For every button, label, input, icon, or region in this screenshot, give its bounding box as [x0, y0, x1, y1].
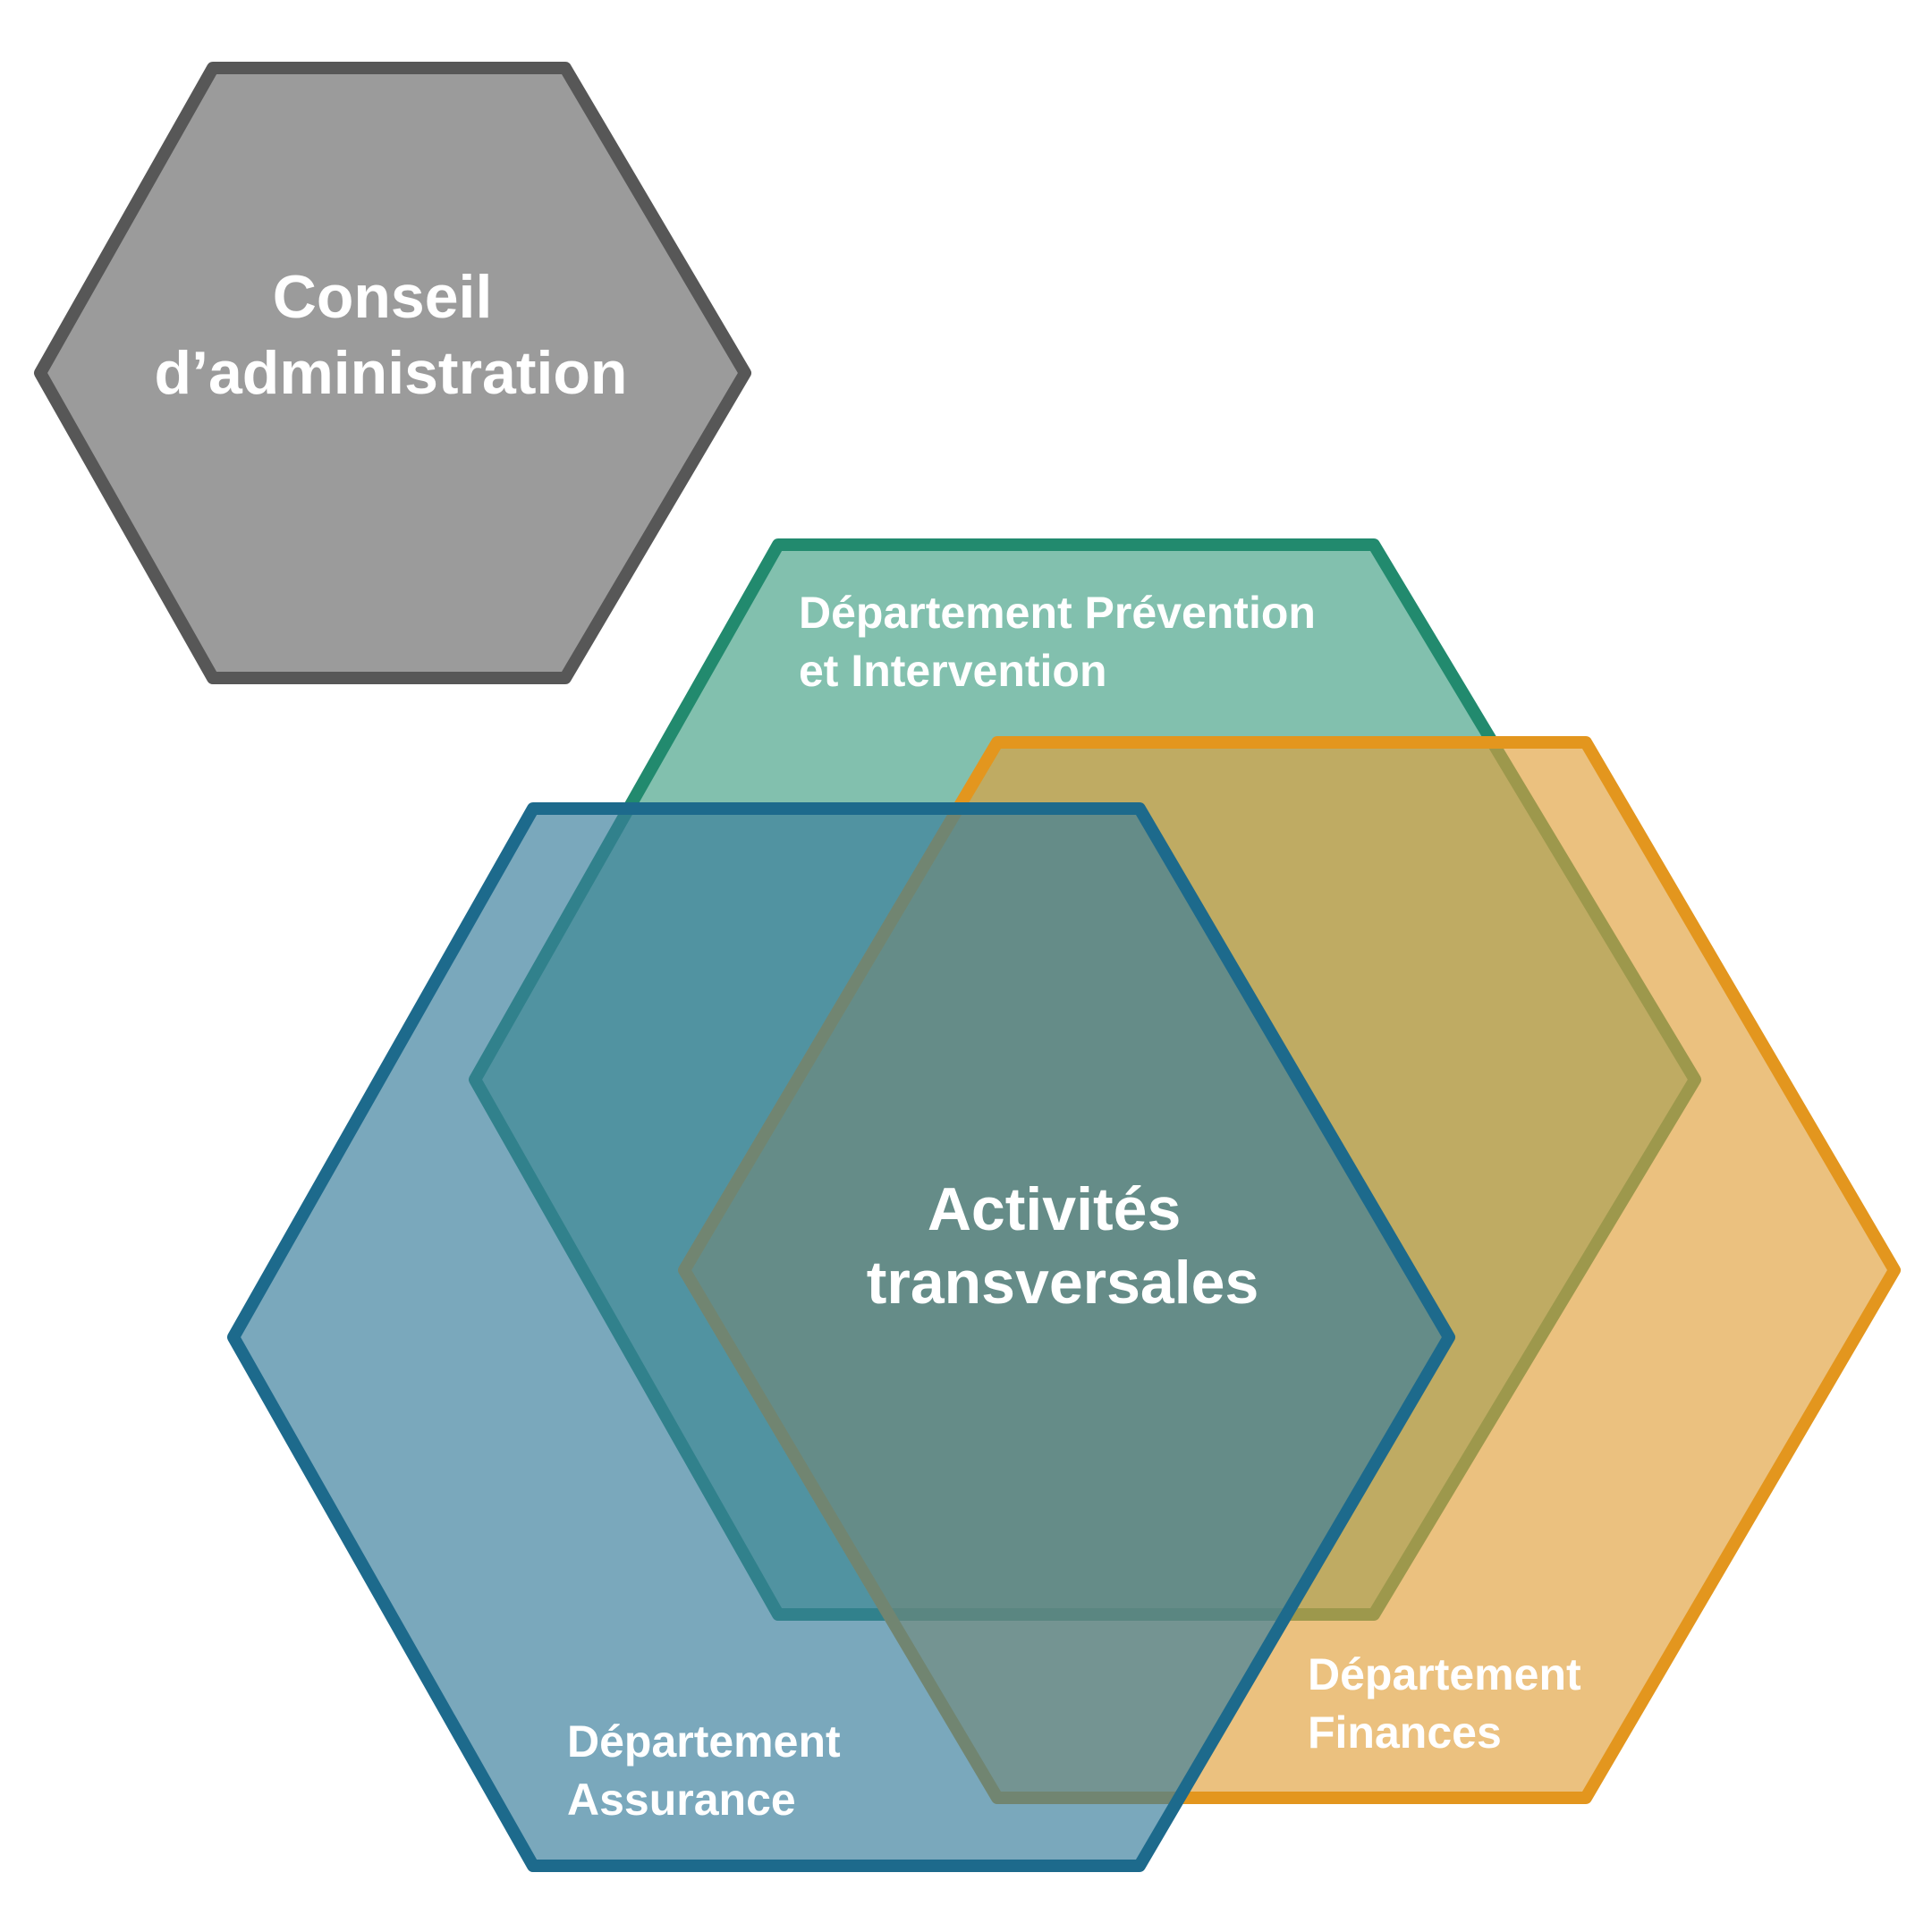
prevention-label-line2: et Intervention — [799, 646, 1106, 696]
assurance-label-line1: Département — [567, 1716, 841, 1767]
finances-label-line1: Département — [1308, 1649, 1581, 1699]
center-label: Activités transversales — [867, 1175, 1259, 1317]
hexagon-assurance — [227, 802, 1455, 1872]
conseil-label-line1: Conseil — [273, 263, 493, 331]
center-label-line2: transversales — [867, 1249, 1259, 1317]
center-label-line1: Activités — [928, 1175, 1181, 1243]
hexagon-conseil — [34, 62, 751, 684]
assurance-label: Département Assurance — [567, 1716, 853, 1825]
finances-label: Département Finances — [1308, 1649, 1594, 1758]
finances-label-line2: Finances — [1308, 1707, 1502, 1758]
conseil-label: Conseil d’administration — [155, 263, 628, 407]
prevention-label: Département Prévention et Intervention — [799, 588, 1328, 696]
assurance-label-line2: Assurance — [567, 1775, 796, 1825]
prevention-label-line1: Département Prévention — [799, 588, 1316, 638]
conseil-label-line2: d’administration — [155, 339, 628, 407]
